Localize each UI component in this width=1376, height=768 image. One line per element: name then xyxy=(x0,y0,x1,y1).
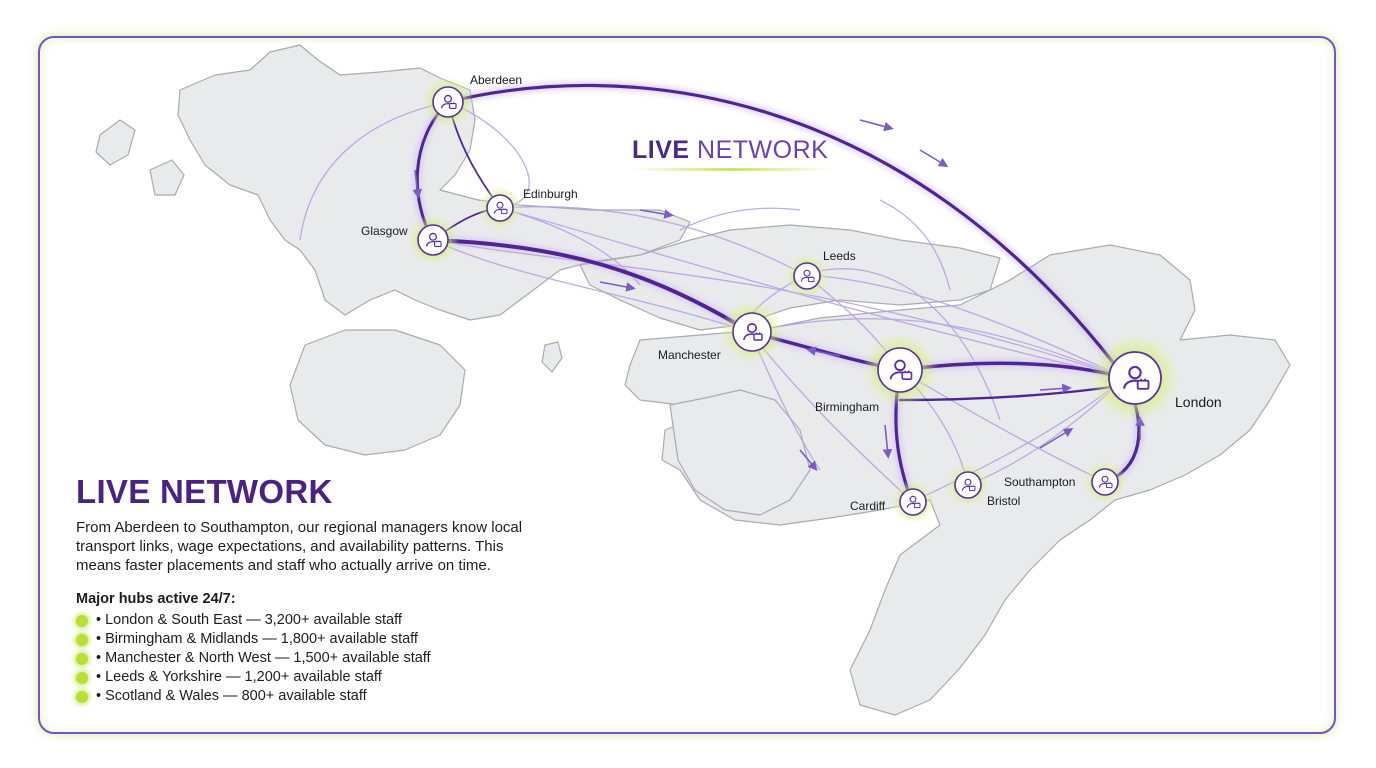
land-hebrides xyxy=(95,119,136,166)
label-bristol: Bristol xyxy=(987,494,1021,508)
hub-dot-icon xyxy=(76,690,88,703)
faint-routes xyxy=(299,101,1126,503)
map-title: LIVE NETWORK xyxy=(632,136,828,165)
node-glasgow[interactable] xyxy=(407,214,459,266)
label-birmingham: Birmingham xyxy=(815,400,880,414)
hub-dot-icon xyxy=(76,671,88,684)
label-aberdeen: Aberdeen xyxy=(470,73,523,87)
map-title-network: NETWORK xyxy=(689,136,829,164)
label-edinburgh: Edinburgh xyxy=(523,187,578,201)
route-arrows xyxy=(412,119,1145,471)
land-ireland xyxy=(289,329,466,456)
hub-item: • Manchester & North West — 1,500+ avail… xyxy=(76,649,556,668)
hub-dot-icon xyxy=(76,614,88,627)
hub-item-text: • Birmingham & Midlands — 1,800+ availab… xyxy=(96,631,418,647)
hub-item-text: • London & South East — 3,200+ available… xyxy=(96,612,402,628)
label-london: London xyxy=(1175,394,1222,410)
hub-item-text: • Manchester & North West — 1,500+ avail… xyxy=(96,650,431,666)
node-southampton[interactable] xyxy=(1083,460,1127,504)
label-southampton: Southampton xyxy=(1004,475,1076,489)
node-cardiff[interactable] xyxy=(891,480,935,524)
hub-item: • Birmingham & Midlands — 1,800+ availab… xyxy=(76,630,556,649)
land-isle-of-man xyxy=(541,341,563,373)
hubs-heading: Major hubs active 24/7: xyxy=(76,591,236,607)
node-edinburgh[interactable] xyxy=(478,186,522,230)
label-cardiff: Cardiff xyxy=(850,499,886,513)
hub-item: • London & South East — 3,200+ available… xyxy=(76,611,556,630)
panel-description: From Aberdeen to Southampton, our region… xyxy=(76,519,523,574)
node-leeds[interactable] xyxy=(785,254,829,298)
hub-item: • Leeds & Yorkshire — 1,200+ available s… xyxy=(76,668,556,687)
node-london[interactable] xyxy=(1089,332,1181,424)
node-birmingham[interactable] xyxy=(862,332,938,408)
hub-dot-icon xyxy=(76,633,88,646)
hub-item-text: • Leeds & Yorkshire — 1,200+ available s… xyxy=(96,669,382,685)
label-glasgow: Glasgow xyxy=(361,224,408,238)
hubs-list: • London & South East — 3,200+ available… xyxy=(76,611,556,706)
land-island-west xyxy=(149,159,185,196)
hub-item-text: • Scotland & Wales — 800+ available staf… xyxy=(96,688,367,704)
node-bristol[interactable] xyxy=(946,463,990,507)
info-panel: LIVE NETWORK From Aberdeen to Southampto… xyxy=(76,474,556,706)
map-title-underline xyxy=(632,168,832,171)
node-manchester[interactable] xyxy=(720,300,784,364)
node-aberdeen[interactable] xyxy=(422,76,474,128)
panel-title: LIVE NETWORK xyxy=(76,473,333,510)
label-leeds: Leeds xyxy=(823,249,856,263)
hub-dot-icon xyxy=(76,652,88,665)
label-manchester: Manchester xyxy=(658,348,721,362)
hub-item: • Scotland & Wales — 800+ available staf… xyxy=(76,687,556,706)
land-wales xyxy=(669,389,811,516)
map-title-live: LIVE xyxy=(632,136,690,164)
